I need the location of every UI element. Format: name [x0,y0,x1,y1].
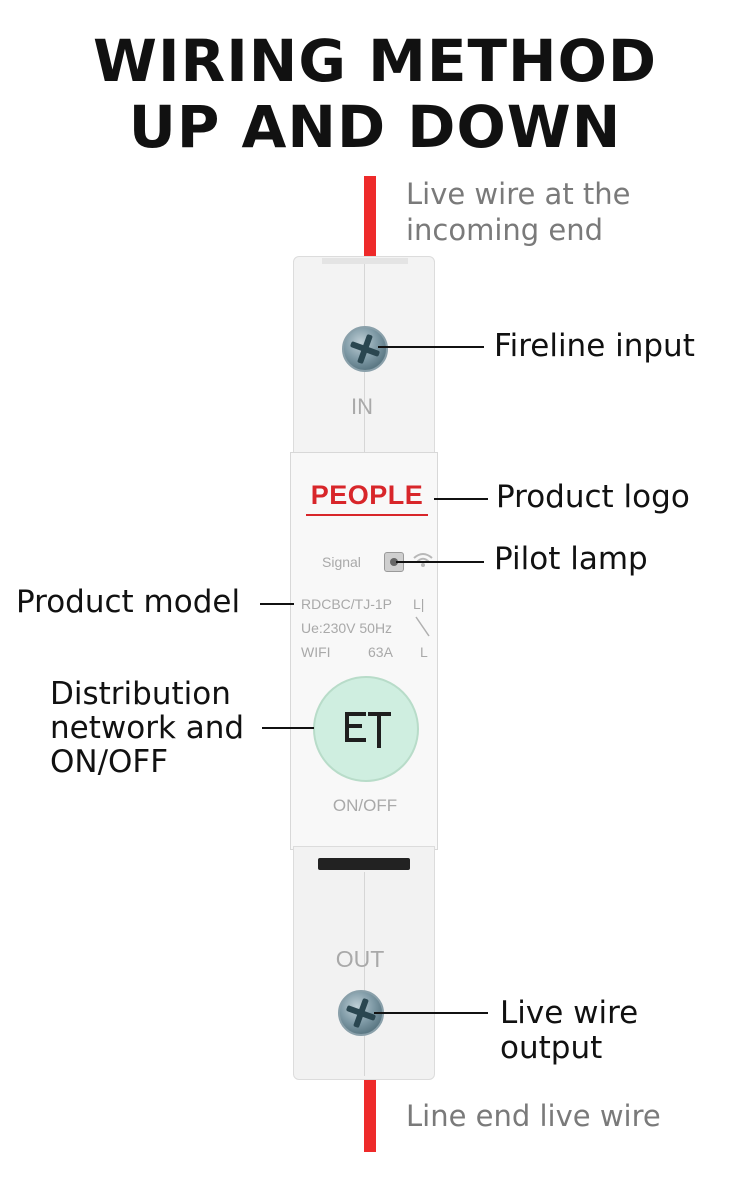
title-line-1: WIRING METHOD [92,27,658,95]
device-slot [318,858,410,870]
outgoing-live-wire [364,1076,376,1152]
fireline-input-leader [378,346,484,348]
in-label: IN [351,394,373,419]
input-screw-icon [342,326,388,372]
device-bottom-seam [364,872,365,1076]
incoming-live-wire [364,176,376,260]
spec-l-bottom: L [420,644,428,660]
distribution-callout-line-2: network and [50,710,245,746]
spec-current: 63A [368,644,393,660]
on-off-label: ON/OFF [332,796,398,815]
title-line-2: UP AND DOWN [128,93,622,161]
product-model-callout: Product model [16,584,241,620]
distribution-callout-line-3: ON/OFF [50,744,169,780]
on-off-button[interactable] [313,676,419,782]
product-logo-leader [434,498,488,500]
live-wire-output-leader [374,1012,488,1014]
pilot-lamp-leader [396,561,484,563]
logo-underline [306,514,428,516]
spec-model: RDCBC/TJ-1P [301,596,393,612]
incoming-wire-note: Live wire at the incoming end [406,177,631,247]
product-logo: PEOPLE [310,480,424,510]
switch-symbol-icon [415,616,430,637]
brand-button-icon [345,712,391,748]
device-top-lip [322,258,408,264]
live-wire-output-line-2: output [500,1030,603,1066]
device-middle-section [290,452,438,850]
spec-wifi: WIFI [301,644,331,660]
product-model-leader [260,603,294,605]
product-logo-callout: Product logo [496,479,690,515]
distribution-leader [262,727,314,729]
pilot-lamp-callout: Pilot lamp [494,541,648,577]
wifi-icon [413,553,433,567]
fireline-input-callout: Fireline input [494,328,695,364]
distribution-callout-line-1: Distribution [50,676,231,712]
live-wire-output-line-1: Live wire [500,995,639,1031]
spec-rating: Ue:230V 50Hz [301,620,393,636]
signal-label: Signal [322,554,361,570]
spec-l-top: L| [413,596,425,612]
line-end-note: Line end live wire [406,1099,661,1133]
out-label: OUT [335,946,385,972]
